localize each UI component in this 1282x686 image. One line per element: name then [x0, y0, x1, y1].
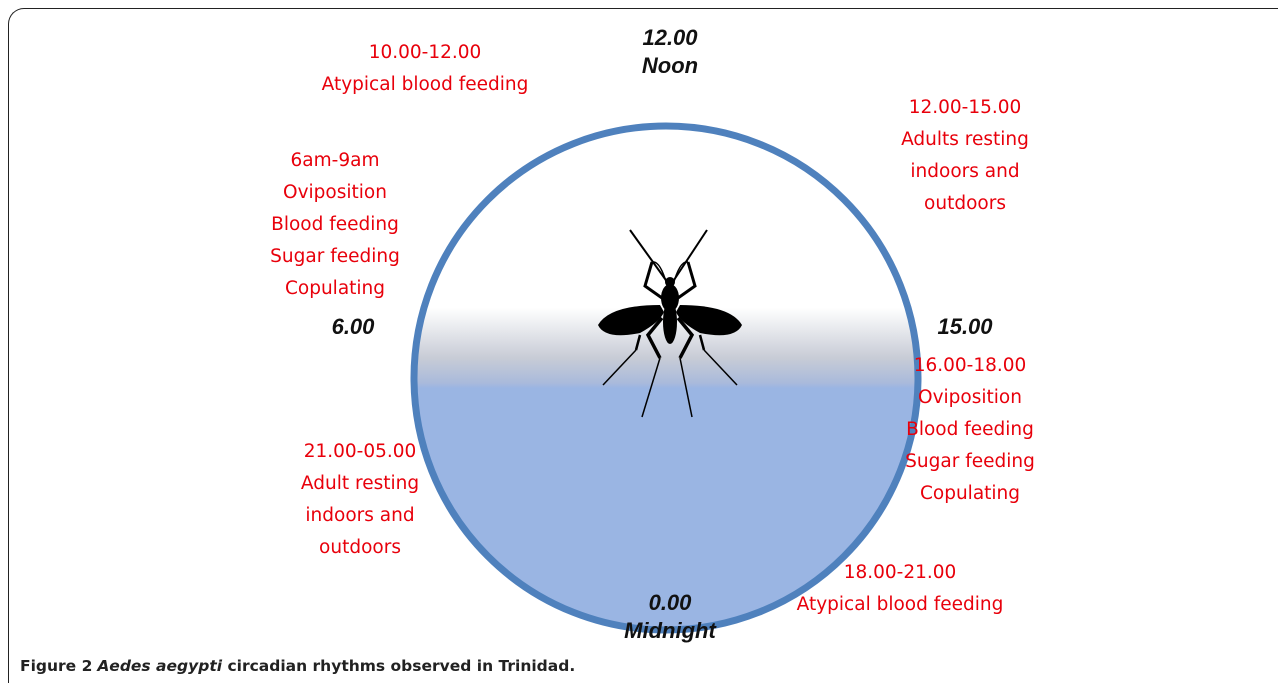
annotation-line: outdoors [880, 188, 1050, 220]
annotation-late-afternoon: 16.00-18.00 Oviposition Blood feeding Su… [890, 350, 1050, 510]
annotation-line: Copulating [890, 478, 1050, 510]
time-mark-afternoon: 15.00 [925, 313, 1005, 341]
time-mark-noon: 12.00 Noon [610, 24, 730, 80]
annotation-line: 18.00-21.00 [790, 557, 1010, 589]
annotation-early-afternoon: 12.00-15.00 Adults resting indoors and o… [880, 92, 1050, 220]
annotation-line: Sugar feeding [890, 446, 1050, 478]
annotation-line: 21.00-05.00 [280, 436, 440, 468]
annotation-line: Sugar feeding [260, 241, 410, 273]
annotation-line: Blood feeding [890, 414, 1050, 446]
caption-text: circadian rhythms observed in Trinidad. [222, 657, 575, 675]
noon-time: 12.00 [610, 24, 730, 52]
annotation-line: Adult resting [280, 468, 440, 500]
annotation-line: Adults resting [880, 124, 1050, 156]
midnight-label: Midnight [610, 617, 730, 645]
annotation-line: Oviposition [890, 382, 1050, 414]
annotation-line: indoors and [880, 156, 1050, 188]
annotation-line: 12.00-15.00 [880, 92, 1050, 124]
time-mark-morning: 6.00 [318, 313, 388, 341]
caption-species: Aedes aegypti [97, 657, 222, 675]
annotation-line: indoors and [280, 500, 440, 532]
noon-label: Noon [610, 52, 730, 80]
annotation-line: Blood feeding [260, 209, 410, 241]
caption-figure-label: Figure 2 [20, 657, 92, 675]
morning-time: 6.00 [318, 313, 388, 341]
afternoon-time: 15.00 [925, 313, 1005, 341]
annotation-evening: 18.00-21.00 Atypical blood feeding [790, 557, 1010, 621]
annotation-morning: 6am-9am Oviposition Blood feeding Sugar … [260, 145, 410, 305]
annotation-line: outdoors [280, 532, 440, 564]
annotation-night: 21.00-05.00 Adult resting indoors and ou… [280, 436, 440, 564]
time-mark-midnight: 0.00 Midnight [610, 589, 730, 645]
annotation-line: 16.00-18.00 [890, 350, 1050, 382]
annotation-line: 10.00-12.00 [310, 37, 540, 69]
annotation-line: Oviposition [260, 177, 410, 209]
annotation-line: Atypical blood feeding [790, 589, 1010, 621]
annotation-line: Copulating [260, 273, 410, 305]
annotation-line: 6am-9am [260, 145, 410, 177]
annotation-line: Atypical blood feeding [310, 69, 540, 101]
annotation-late-morning: 10.00-12.00 Atypical blood feeding [310, 37, 540, 101]
midnight-time: 0.00 [610, 589, 730, 617]
figure-caption: Figure 2 Aedes aegypti circadian rhythms… [20, 657, 575, 675]
